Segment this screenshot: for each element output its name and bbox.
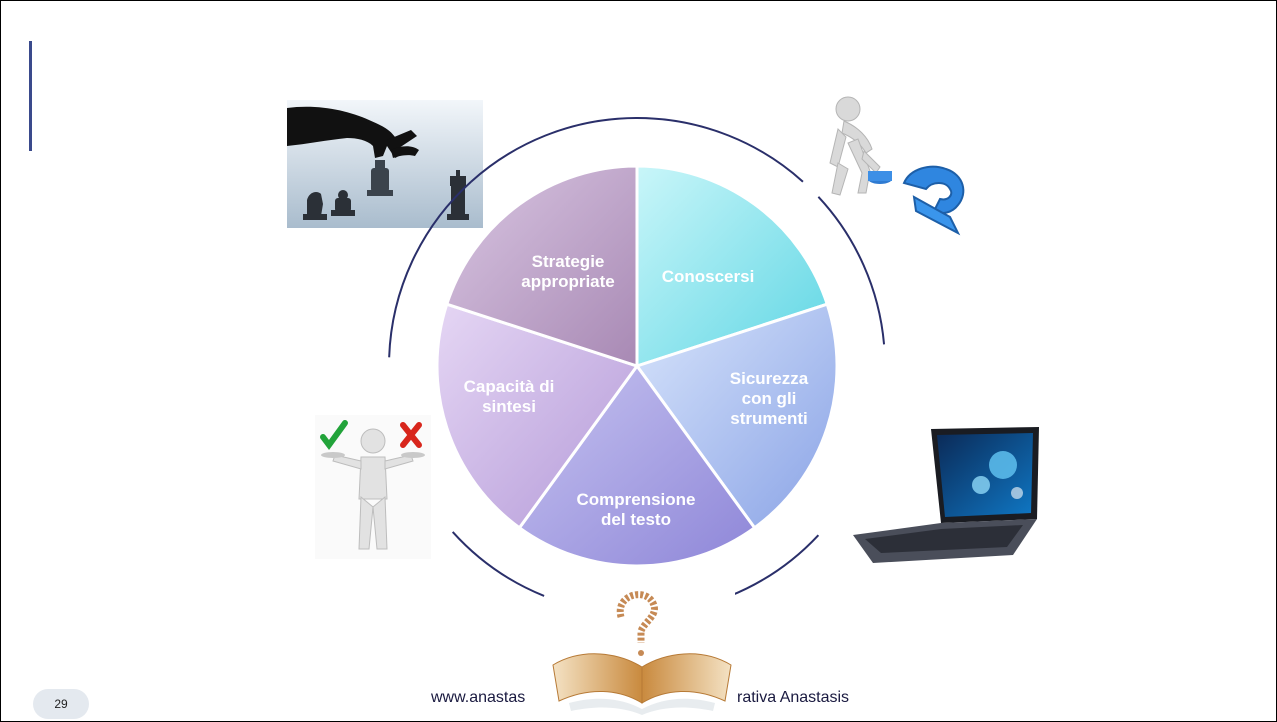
ring-arc-4 <box>451 531 545 597</box>
segment-label-1: Conoscersi <box>662 267 755 286</box>
segment-label-line: Sicurezza <box>730 369 809 388</box>
pie-segment-4 <box>435 302 640 530</box>
ring-arc-2 <box>817 196 886 345</box>
segment-label-line: sintesi <box>482 397 536 416</box>
segment-label-line: appropriate <box>521 272 615 291</box>
segment-label-line: con gli <box>742 389 797 408</box>
page-number: 29 <box>33 689 89 719</box>
ring-arc-3 <box>729 534 820 597</box>
segment-label-line: strumenti <box>730 409 807 428</box>
ring-arc-1 <box>470 117 804 183</box>
outer-ring <box>388 117 886 597</box>
ring-arc-5 <box>388 180 472 358</box>
open-book-image <box>549 587 735 719</box>
title-accent-bar <box>29 41 32 151</box>
pie-segment-3 <box>517 363 757 568</box>
pie-segment-2 <box>634 302 839 530</box>
pie-segment-1 <box>635 164 830 369</box>
segment-label-line: Conoscersi <box>662 267 755 286</box>
laptop-image <box>853 425 1041 565</box>
chess-hand-image <box>287 100 483 228</box>
segment-label-line: del testo <box>601 510 671 529</box>
thinking-question-mark-image <box>818 93 1010 241</box>
footer-text-right: rativa Anastasis <box>737 689 850 706</box>
pie-segment-5 <box>444 164 639 369</box>
segment-label-line: Strategie <box>532 252 605 271</box>
segment-label-line: Comprensione <box>576 490 695 509</box>
segment-label-line: Capacità di <box>464 377 555 396</box>
footer-text-left: www.anastas <box>431 689 526 706</box>
balance-check-cross-image <box>315 415 431 559</box>
